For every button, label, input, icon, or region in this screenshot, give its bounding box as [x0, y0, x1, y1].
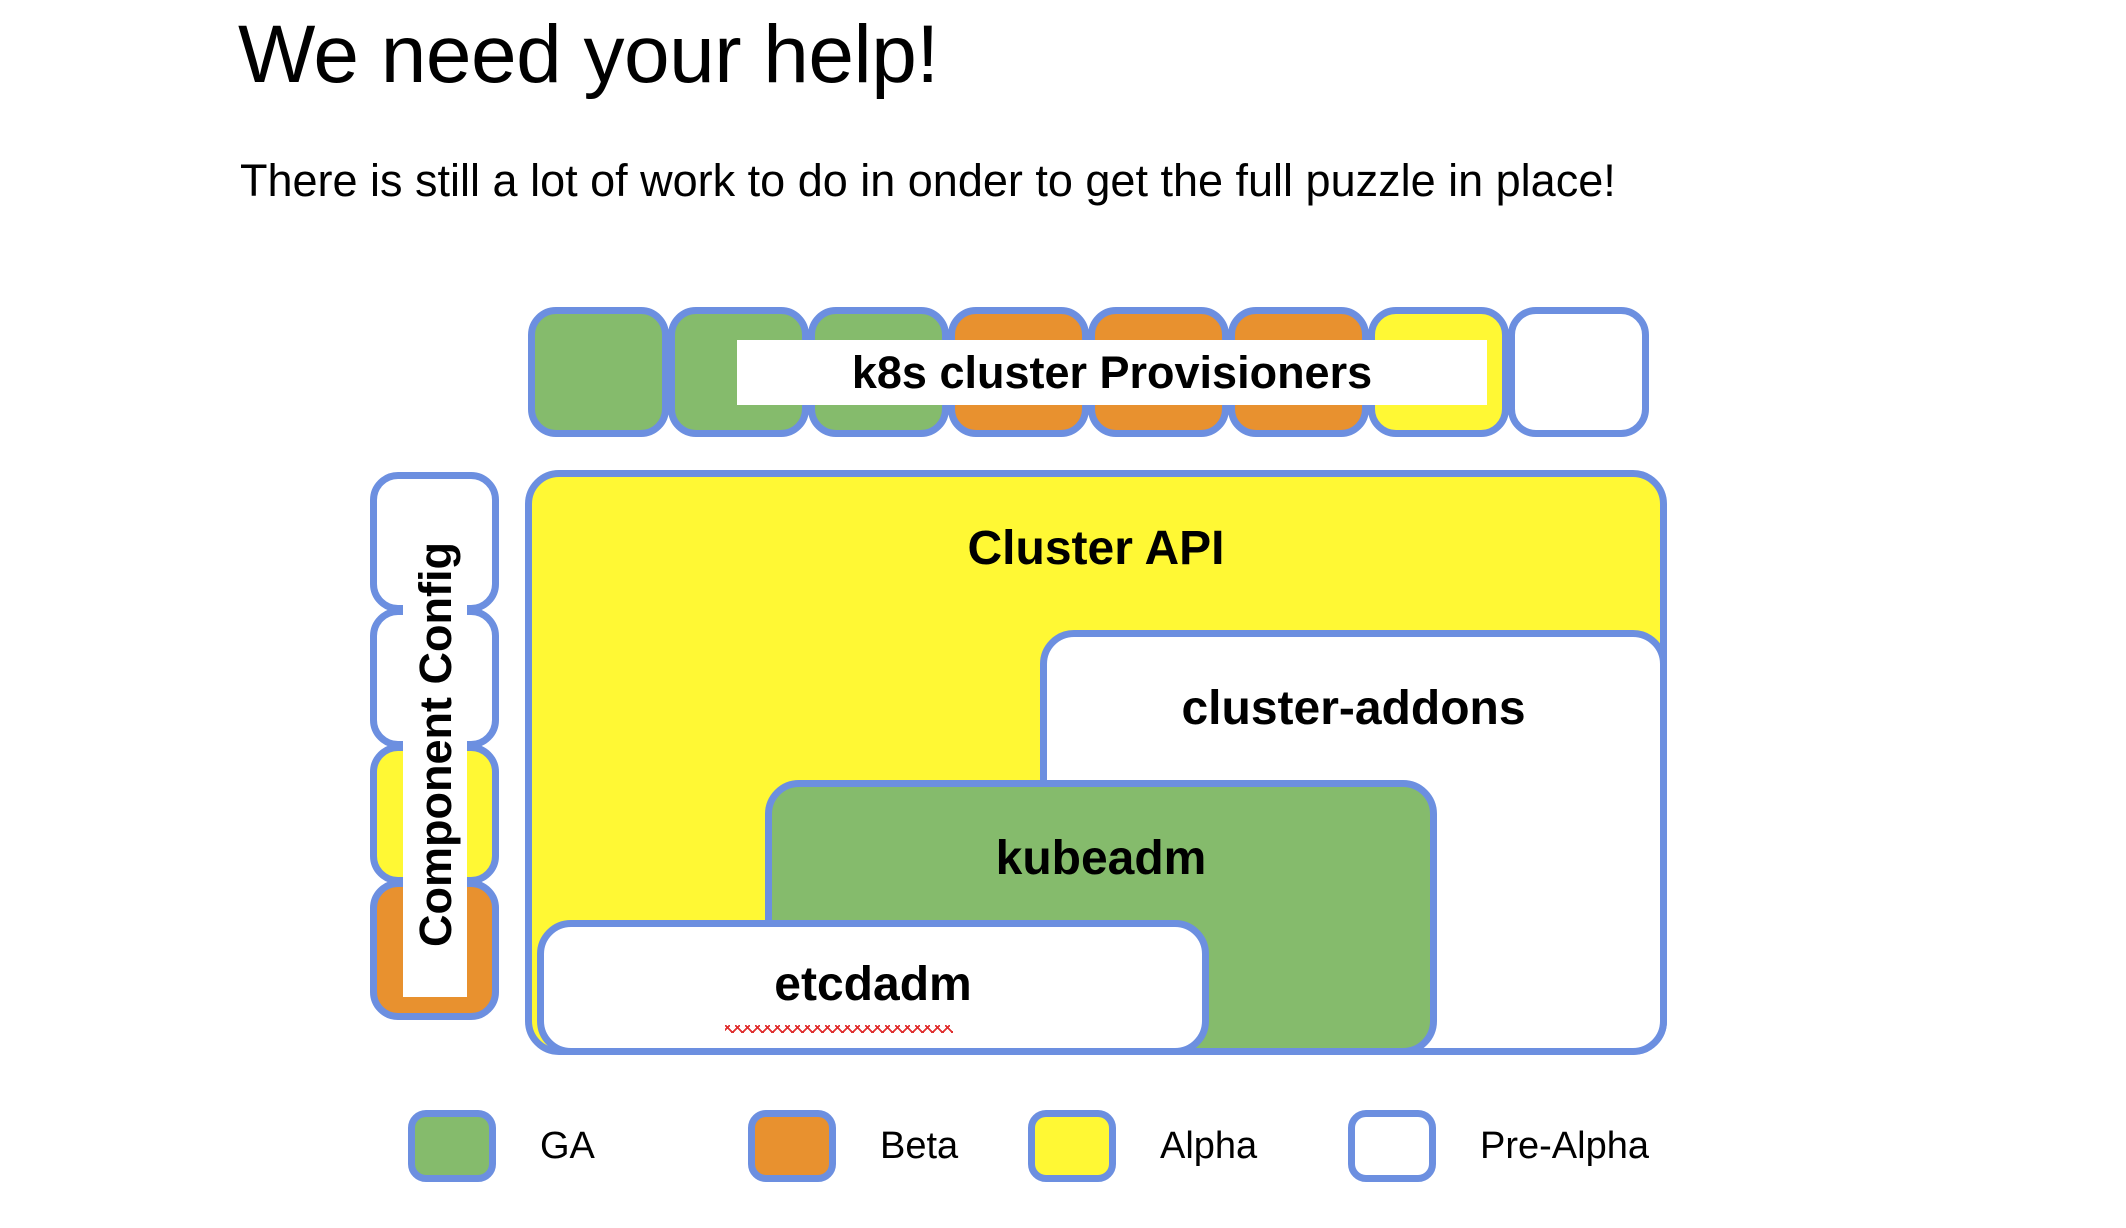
legend-item-alpha: Alpha [1028, 1110, 1257, 1182]
legend-swatch-icon [1028, 1110, 1116, 1182]
page-subtitle: There is still a lot of work to do in on… [240, 155, 1616, 206]
box-cluster-addons-label: cluster-addons [1181, 682, 1526, 735]
legend-label: Beta [880, 1124, 959, 1167]
legend-label: Alpha [1160, 1124, 1258, 1167]
box-cluster-api-label: Cluster API [967, 522, 1225, 575]
component-config-label: Component Config [403, 492, 467, 997]
legend-item-ga: GA [408, 1110, 595, 1182]
box-etcdadm: etcdadm [537, 920, 1209, 1055]
legend-label: Pre-Alpha [1480, 1124, 1649, 1167]
legend-item-pre-alpha: Pre-Alpha [1348, 1110, 1649, 1182]
page-title: We need your help! [238, 9, 939, 100]
box-etcdadm-label: etcdadm [774, 958, 972, 1011]
provisioner-tile-8 [1508, 307, 1649, 437]
legend-swatch-icon [1348, 1110, 1436, 1182]
component-config-label-text: Component Config [409, 542, 461, 947]
provisioner-tile-1 [528, 307, 669, 437]
box-kubeadm-label: kubeadm [995, 832, 1207, 885]
legend-swatch-icon [408, 1110, 496, 1182]
legend-swatch-icon [748, 1110, 836, 1182]
k8s-cluster-provisioners-label: k8s cluster Provisioners [737, 340, 1487, 405]
legend: GA Beta Alpha Pre-Alpha [0, 1110, 2126, 1220]
legend-item-beta: Beta [748, 1110, 958, 1182]
legend-label: GA [540, 1124, 595, 1167]
spellcheck-underline-icon [725, 1021, 953, 1033]
